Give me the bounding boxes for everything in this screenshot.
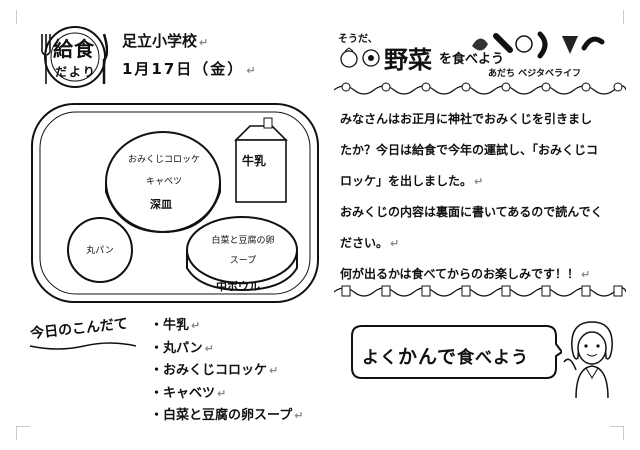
crop-mark-top-left (16, 10, 17, 24)
small-plate-text: 丸パン (86, 246, 114, 256)
banner-highlight: 野菜 (384, 46, 432, 74)
issue-date: 1月17日（金）↵ (122, 60, 258, 78)
menu-item: ・おみくじコロッケ↵ (150, 363, 279, 378)
girl-illustration-icon (563, 321, 613, 398)
motto-part3: 食べよう (457, 348, 530, 368)
article-line: おみくじの内容は裏面に書いてあるので読んでく (340, 205, 603, 219)
motto-part2: かんで (398, 346, 458, 368)
article-body: みなさんはお正月に神社でおみくじを引きまし たか？今日は給食で今年の運試し、「お… (340, 104, 630, 290)
bowl-line2: スープ (229, 256, 257, 266)
vegetable-border-bottom (334, 285, 626, 297)
menu-list: ・牛乳↵ ・丸パン↵ ・おみくじコロッケ↵ ・キャベツ↵ ・白菜と豆腐の卵スープ… (150, 315, 303, 428)
school-name: 足立小学校↵ (122, 32, 209, 50)
banner-prefix: そうだ、 (338, 34, 378, 45)
vegetable-border-top (334, 82, 626, 95)
menu-item: ・牛乳↵ (150, 318, 201, 333)
banner-suffix: を食べよう (439, 52, 505, 67)
bowl-line1: 白菜と豆腐の卵 (211, 236, 275, 246)
crop-mark-bottom-left (16, 426, 30, 440)
crop-mark-bottom-right (610, 426, 624, 440)
article-line: たか？今日は給食で今年の運試し、「おみくじコ (340, 143, 599, 157)
newsletter-logo: 給食 だより (38, 24, 109, 90)
logo-text-top: 給食 (53, 37, 95, 61)
article-line: ださい。↵ (340, 236, 400, 250)
article-line: みなさんはお正月に神社でおみくじを引きまし (340, 112, 593, 126)
carrot-icon (338, 46, 360, 68)
crop-mark-top-right (623, 10, 624, 24)
deep-plate-line1: おみくじコロッケ (127, 155, 200, 165)
vegetable-banner: そうだ、 野菜 を食べよう あだち ベジタベライフ (334, 24, 626, 82)
menu-item: ・キャベツ↵ (150, 385, 227, 401)
vegetable-illustrations-icon (472, 31, 605, 59)
menu-heading: 今日のこんだて (29, 315, 129, 343)
motto-part1: よく (362, 348, 398, 368)
meal-tray-diagram (31, 103, 319, 303)
tomato-icon (360, 46, 382, 68)
speech-bubble (351, 325, 562, 379)
article-line: ロッケ」を出しました。↵ (340, 174, 484, 188)
banner-brand: あだち ベジタベライフ (488, 69, 581, 79)
article-line: 何が出るかは食べてからのお楽しみです！！↵ (340, 267, 591, 281)
deep-plate-label: 深皿 (150, 198, 172, 211)
plate-fork-knife-icon (41, 26, 109, 88)
menu-item: ・白菜と豆腐の卵スープ↵ (150, 408, 304, 423)
bowl-label: 中ボウル (216, 280, 260, 293)
menu-heading-underline (29, 342, 137, 350)
motto-text: よくかんで食べよう (362, 342, 529, 369)
logo-text-bottom: だより (55, 65, 97, 79)
deep-plate-line2: キャベツ (145, 177, 182, 187)
menu-item: ・丸パン↵ (150, 340, 214, 356)
milk-label: 牛乳 (242, 154, 267, 168)
